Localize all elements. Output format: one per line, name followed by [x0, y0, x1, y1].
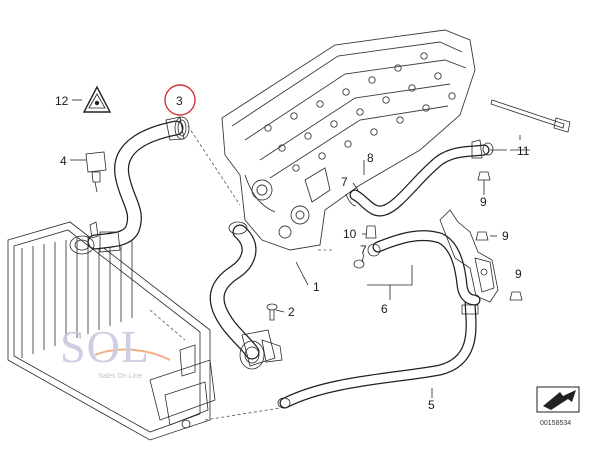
callout-7-low: 7 — [360, 243, 367, 257]
logo-text: SOL — [60, 321, 150, 372]
callout-11: 11 — [517, 144, 530, 158]
diagram-reference: 00158534 — [540, 420, 571, 427]
highlight-circle — [164, 84, 196, 116]
callout-9-mid: 9 — [502, 229, 509, 243]
lower-hose — [209, 221, 283, 370]
warning-triangle-icon — [82, 85, 112, 113]
screw-9-top — [477, 171, 491, 186]
engine-bolt — [434, 72, 442, 80]
engine-bolt — [316, 100, 324, 108]
engine-bolt — [394, 64, 402, 72]
o-ring-part-7 — [353, 259, 365, 269]
callout-2: 2 — [288, 305, 295, 319]
engine-bolt — [290, 112, 298, 120]
engine-bolt — [420, 52, 428, 60]
callout-10: 10 — [343, 227, 357, 241]
engine-bolt — [408, 84, 416, 92]
plug-part-10 — [365, 225, 377, 239]
upper-hose — [87, 116, 190, 253]
callout-12: 12 — [55, 94, 69, 108]
engine-bolt — [396, 116, 404, 124]
dashed-guides — [149, 125, 334, 421]
expansion-hose — [367, 230, 481, 306]
temperature-sensor — [85, 151, 107, 193]
hose-thermostat-fitting — [69, 221, 99, 255]
mounting-bracket — [439, 209, 499, 303]
screw-9-mid — [475, 231, 489, 241]
callout-7-top: 7 — [341, 175, 348, 189]
engine-bolt — [304, 132, 312, 140]
engine-bolt — [342, 88, 350, 96]
engine-bolt — [370, 128, 378, 136]
callout-9-top: 9 — [480, 195, 487, 209]
engine-bolts — [264, 52, 456, 172]
strap-clip — [490, 99, 571, 133]
callout-1: 1 — [313, 280, 320, 294]
screw-9-low — [509, 291, 523, 301]
engine-bolt — [330, 120, 338, 128]
callout-4: 4 — [60, 154, 67, 168]
logo-subtitle: Sales On Line — [98, 373, 142, 380]
callout-9-low: 9 — [515, 267, 522, 281]
sol-logo: SOL Sales On Line — [60, 321, 171, 380]
engine-bolt — [382, 96, 390, 104]
engine-bolt — [356, 108, 364, 116]
engine-bolt — [344, 140, 352, 148]
callout-8: 8 — [367, 151, 374, 165]
callout-5: 5 — [428, 398, 435, 412]
engine-bolt — [368, 76, 376, 84]
long-hose — [277, 294, 479, 409]
screw-part-2 — [266, 303, 278, 321]
engine-bolt — [318, 152, 326, 160]
engine-bolt — [422, 104, 430, 112]
leader-lines — [70, 99, 530, 398]
engine-bolt — [264, 124, 272, 132]
arrow-box-icon — [536, 386, 580, 413]
engine-bolt — [292, 164, 300, 172]
engine-block — [221, 29, 476, 251]
callouts: 12 3 4 8 7 11 9 9 10 7 9 1 2 6 5 — [55, 94, 530, 412]
engine-bolt — [448, 92, 456, 100]
callout-6: 6 — [381, 302, 388, 316]
callout-3: 3 — [176, 94, 183, 108]
bleed-hose — [345, 139, 494, 217]
engine-bolt — [278, 144, 286, 152]
